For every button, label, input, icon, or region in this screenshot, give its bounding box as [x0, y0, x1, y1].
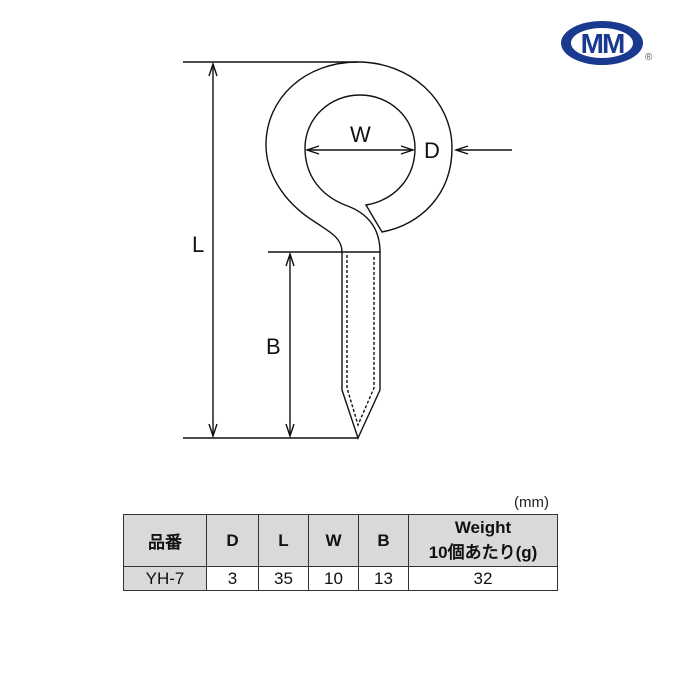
spec-table: 品番 D L W B Weight 10個あたり(g) YH-7 3 35 10 …: [123, 514, 558, 591]
table-header-row: 品番 D L W B Weight 10個あたり(g): [123, 514, 558, 567]
svg-text:MM: MM: [581, 28, 624, 59]
cell-b: 13: [358, 566, 409, 591]
mm-logo: MM: [561, 21, 643, 65]
weight-line2: 10個あたり(g): [428, 543, 538, 562]
header-weight: Weight 10個あたり(g): [408, 514, 558, 567]
eye-screw-diagram: [183, 61, 512, 440]
cell-d: 3: [206, 566, 259, 591]
unit-label: (mm): [514, 494, 549, 511]
header-l: L: [258, 514, 309, 567]
cell-w: 10: [308, 566, 359, 591]
cell-l: 35: [258, 566, 309, 591]
table-row: YH-7 3 35 10 13 32: [123, 566, 558, 591]
dimension-label-w: W: [350, 122, 371, 147]
shank-outline: [341, 251, 381, 440]
dimension-label-b: B: [266, 334, 281, 359]
header-b: B: [358, 514, 409, 567]
cell-weight: 32: [408, 566, 558, 591]
cell-code: YH-7: [123, 566, 207, 591]
dimension-label-l: L: [192, 232, 205, 257]
thread-line: [346, 255, 375, 428]
registered-mark: ®: [645, 52, 653, 63]
header-code: 品番: [123, 514, 207, 567]
ring-outline: [265, 61, 453, 253]
header-w: W: [308, 514, 359, 567]
weight-line1: Weight: [454, 518, 512, 537]
dimension-label-d: D: [424, 138, 440, 163]
header-d: D: [206, 514, 259, 567]
